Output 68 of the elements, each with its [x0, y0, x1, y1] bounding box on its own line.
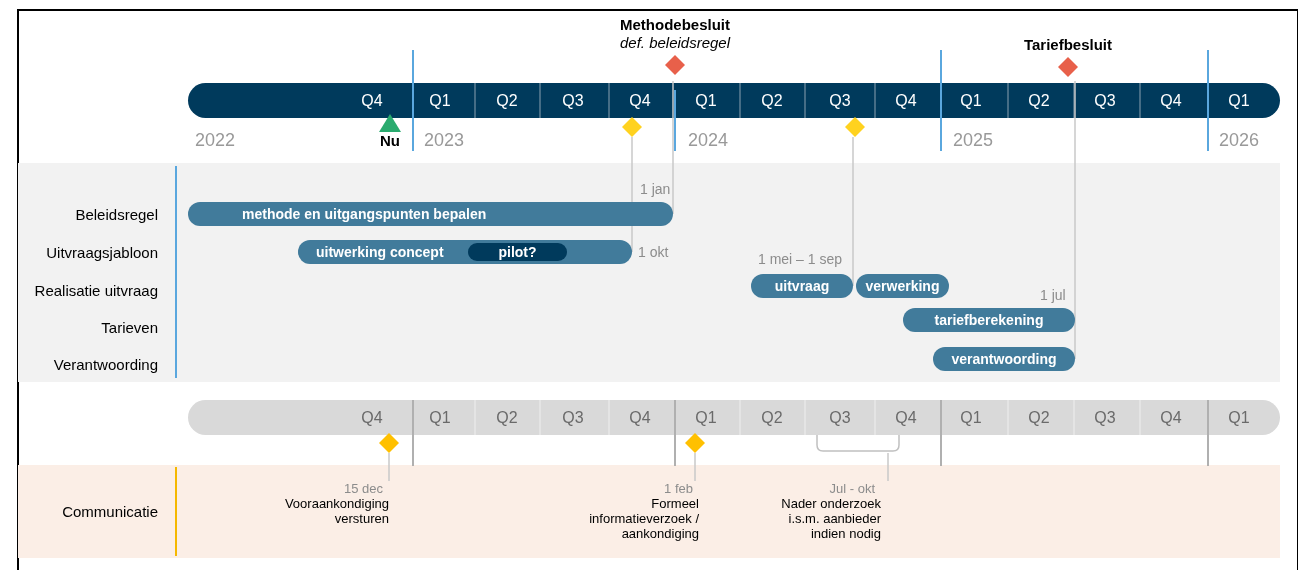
- quarter-label: Q3: [1094, 409, 1116, 427]
- year-label: 2024: [688, 129, 729, 151]
- diamond-marker: [685, 433, 705, 453]
- quarter-label: Q3: [562, 92, 584, 110]
- leader-line: [388, 452, 390, 482]
- quarter-label: Q2: [761, 92, 783, 110]
- quarter-label: Q2: [496, 409, 518, 427]
- year-label: 2026: [1219, 129, 1260, 151]
- year-label: 2023: [424, 129, 465, 151]
- row-label: Uitvraagsjabloon: [46, 243, 158, 261]
- task-bar: verantwoording: [933, 347, 1075, 371]
- leader-line: [887, 452, 889, 482]
- quarter-label: Q3: [562, 409, 584, 427]
- date-label: 1 okt: [638, 244, 669, 260]
- quarter-label: Q2: [496, 92, 518, 110]
- now-label: Nu: [379, 132, 401, 149]
- quarter-label: Q4: [361, 409, 383, 427]
- year-label: 2022: [195, 129, 236, 151]
- description-text: Vooraankondiging versturen: [283, 496, 389, 526]
- leader-line: [1074, 80, 1076, 360]
- row-label: Verantwoording: [53, 355, 158, 373]
- inner-task-bar: pilot?: [468, 243, 567, 261]
- date-label: 1 jul: [1040, 287, 1066, 303]
- quarter-label: Q1: [429, 409, 451, 427]
- task-bar: methode en uitgangspunten bepalen: [188, 202, 673, 226]
- date-label: Jul - okt: [828, 481, 875, 496]
- quarter-label: Q1: [960, 409, 982, 427]
- year-label: 2025: [953, 129, 994, 151]
- task-bar: verwerking: [856, 274, 949, 298]
- leader-line: [694, 452, 696, 482]
- quarter-label: Q4: [1160, 409, 1182, 427]
- diamond-marker: [379, 433, 399, 453]
- quarter-label: Q4: [895, 92, 917, 110]
- description-text: Formeel informatieverzoek / aankondiging: [588, 496, 699, 541]
- leader-line: [852, 136, 854, 287]
- quarter-label: Q4: [629, 409, 651, 427]
- date-label: 1 mei – 1 sep: [758, 251, 843, 267]
- date-label: 15 dec: [342, 481, 383, 496]
- quarter-label: Q3: [829, 92, 851, 110]
- row-label: Realisatie uitvraag: [34, 281, 158, 299]
- row-label: Communicatie: [62, 502, 158, 520]
- description-text: Nader onderzoek i.s.m. aanbieder indien nodig: [780, 496, 881, 541]
- quarter-label: Q4: [629, 92, 651, 110]
- bracket: [816, 435, 900, 453]
- task-bar: uitwerking concept pilot?: [298, 240, 632, 264]
- task-bar: uitvraag: [751, 274, 853, 298]
- date-label: 1 feb: [663, 481, 693, 496]
- quarter-label: Q4: [895, 409, 917, 427]
- quarter-label: Q1: [695, 409, 717, 427]
- date-label: 1 jan: [640, 181, 671, 197]
- row-label: Tarieven: [101, 318, 158, 336]
- quarter-label: Q3: [1094, 92, 1116, 110]
- milestone-title: Methodebesluit: [619, 16, 731, 33]
- quarter-label: Q1: [1228, 92, 1250, 110]
- quarter-label: Q1: [1228, 409, 1250, 427]
- leader-line: [672, 80, 674, 215]
- quarter-label: Q1: [960, 92, 982, 110]
- quarter-label: Q4: [361, 92, 383, 110]
- task-bar: tariefberekening: [903, 308, 1075, 332]
- quarter-label: Q1: [695, 92, 717, 110]
- quarter-label: Q2: [1028, 409, 1050, 427]
- milestone-subtitle: def. beleidsregel: [618, 33, 732, 53]
- row-label: Beleidsregel: [75, 205, 158, 223]
- quarter-label: Q4: [1160, 92, 1182, 110]
- milestone-title: Tariefbesluit: [1022, 36, 1114, 53]
- quarter-label: Q2: [761, 409, 783, 427]
- quarter-label: Q2: [1028, 92, 1050, 110]
- quarter-label: Q1: [429, 92, 451, 110]
